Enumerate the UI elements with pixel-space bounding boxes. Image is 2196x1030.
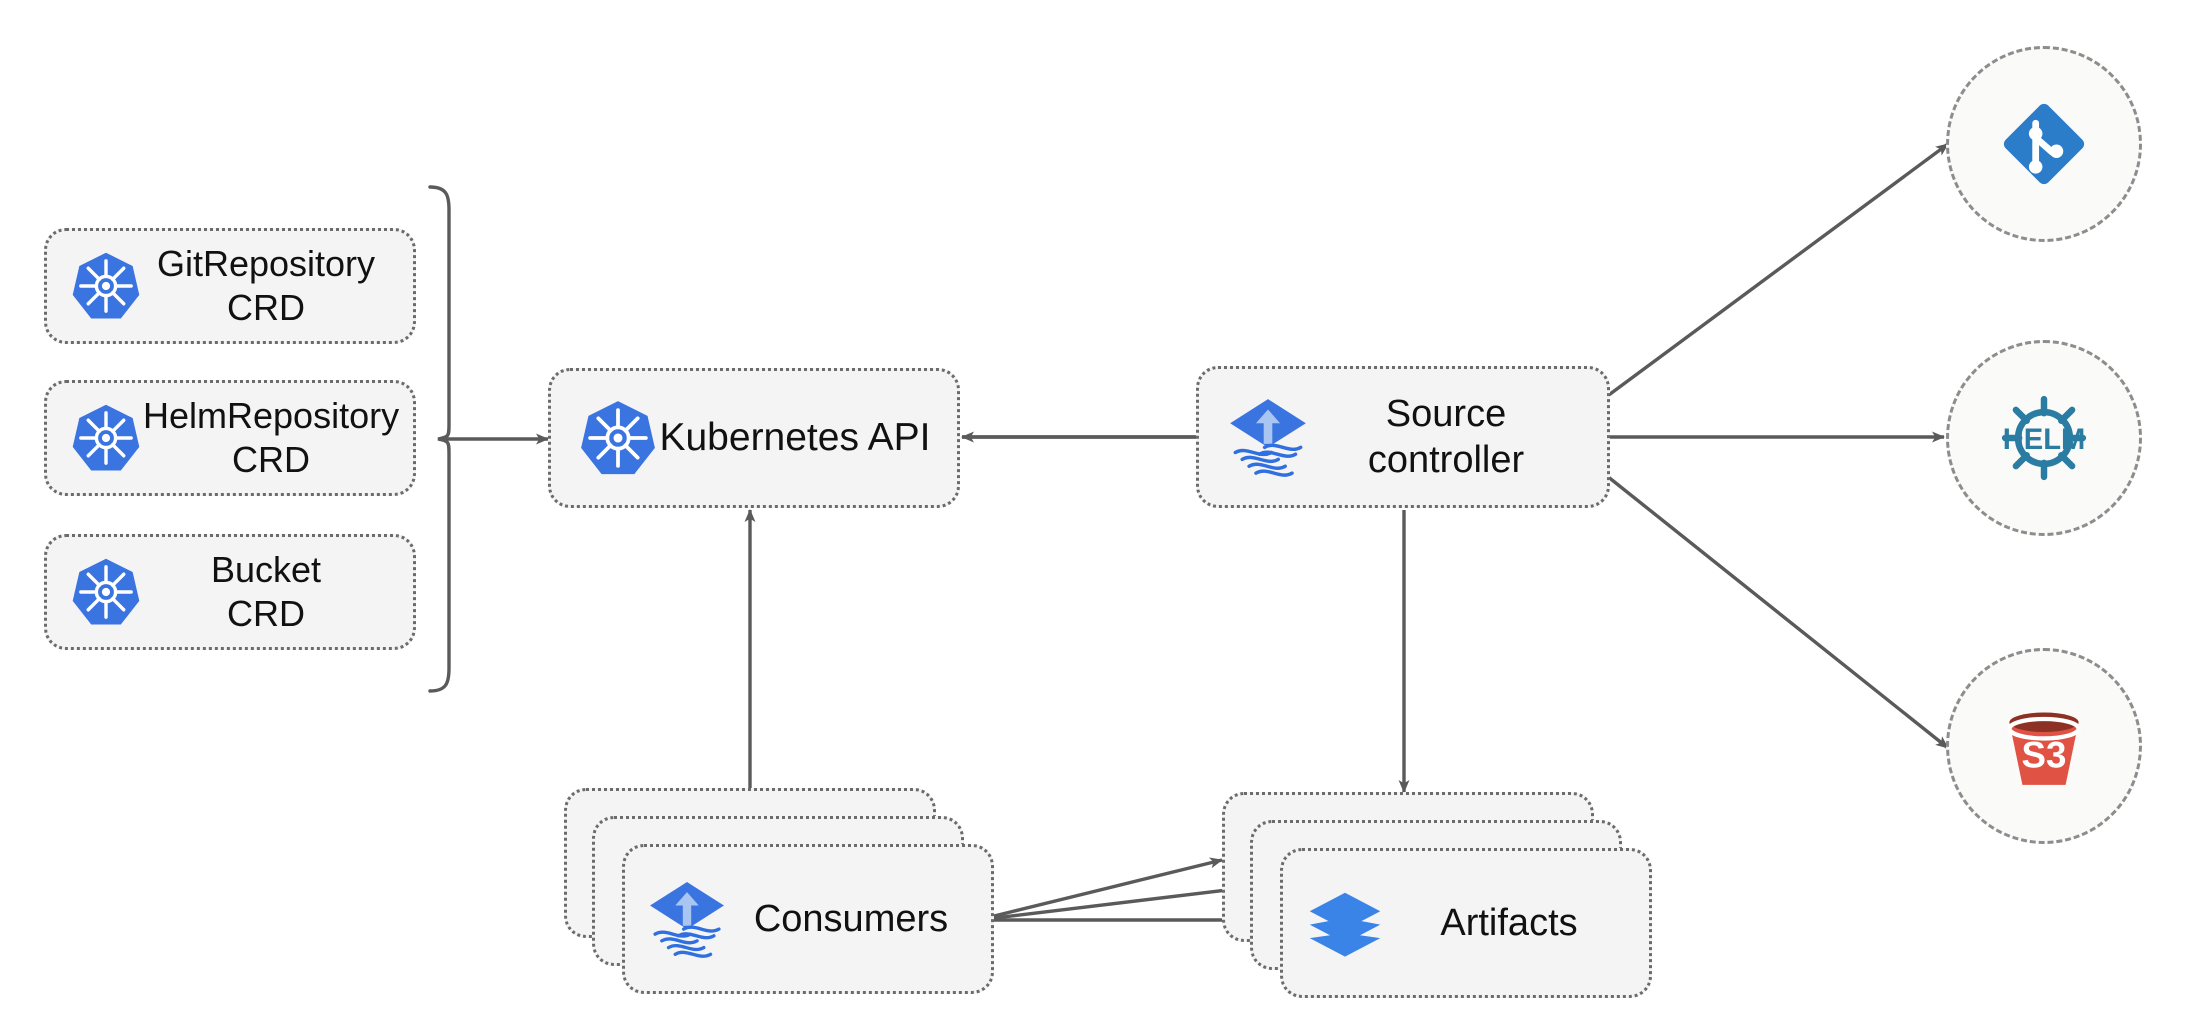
node-helmrepository-crd[interactable]: HelmRepository CRD — [44, 380, 416, 496]
helm-icon: HELM — [1990, 384, 2098, 492]
node-label: Bucket CRD — [210, 549, 322, 634]
external-s3[interactable]: S3 — [1946, 648, 2142, 844]
node-label: Artifacts — [1440, 901, 1578, 944]
external-helm[interactable]: HELM — [1946, 340, 2142, 536]
node-label: Kubernetes API — [659, 416, 931, 460]
node-bucket-crd[interactable]: Bucket CRD — [44, 534, 416, 650]
node-kubernetes-api[interactable]: Kubernetes API — [548, 368, 960, 508]
node-label: GitRepository CRD — [156, 243, 376, 328]
external-git[interactable] — [1946, 46, 2142, 242]
node-artifacts[interactable]: Artifacts — [1222, 792, 1662, 1012]
node-label: HelmRepository CRD — [143, 395, 400, 480]
helm-label: HELM — [2003, 424, 2086, 456]
node-source-controller[interactable]: Source controller — [1196, 366, 1610, 508]
kubernetes-icon — [577, 397, 659, 479]
crd-group-brace — [428, 185, 451, 693]
edge-consumers-to-artifacts-back2 — [977, 882, 1253, 922]
artifacts-card-front[interactable]: Artifacts — [1280, 848, 1652, 998]
kubernetes-icon — [69, 401, 143, 475]
node-gitrepository-crd[interactable]: GitRepository CRD — [44, 228, 416, 344]
edge-source-controller-to-git — [1600, 142, 1950, 402]
node-label: Consumers — [753, 897, 949, 940]
s3-label: S3 — [2022, 735, 2067, 776]
layers-icon — [1303, 881, 1387, 965]
kubernetes-icon — [69, 555, 143, 629]
flux-icon — [1225, 394, 1311, 480]
node-label: Source controller — [1367, 392, 1525, 481]
flux-icon — [645, 877, 729, 961]
edge-consumers-to-artifacts-back1 — [977, 857, 1223, 922]
s3-icon: S3 — [1990, 692, 2098, 800]
git-icon — [1992, 92, 2096, 196]
kubernetes-icon — [69, 249, 143, 323]
consumers-card-front[interactable]: Consumers — [622, 844, 994, 994]
node-consumers[interactable]: Consumers — [564, 788, 1004, 1008]
edge-source-controller-to-s3 — [1600, 470, 1950, 750]
